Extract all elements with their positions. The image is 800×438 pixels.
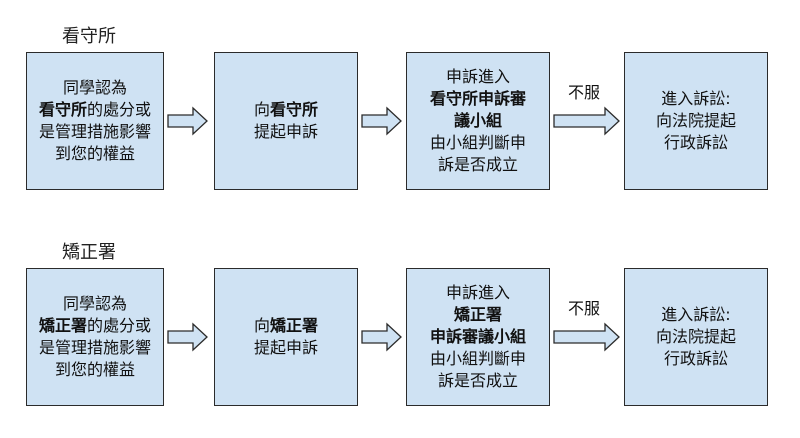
box-text-line: 行政訴訟 <box>663 133 728 152</box>
arrow-right-icon <box>361 106 402 136</box>
arrow-right-icon <box>167 106 208 136</box>
flow-box-file-complaint: 向矯正署 提起申訴 <box>214 268 358 406</box>
box-text-line: 進入訴訟: <box>661 89 731 108</box>
box-text-emphasis: 矯正署 <box>38 316 87 335</box>
box-text-line: 是管理措施影響 <box>38 122 151 141</box>
box-text-line: 向法院提起 <box>655 327 736 346</box>
box-text-line: 進入訴訟: <box>661 305 731 324</box>
arrow-label-disagree: 不服 <box>568 83 601 102</box>
box-text-emphasis: 矯正署 <box>453 305 502 324</box>
box-text-line: 提起申訴 <box>253 338 318 357</box>
flow-box-review-committee: 申訴進入 矯正署 申訴審議小組 由小組判斷申 訴是否成立 <box>406 268 550 406</box>
box-text-line: 由小組判斷申 <box>429 349 526 368</box>
box-text-fragment: 的處分或 <box>87 316 152 335</box>
box-text-line: 同學認為 <box>62 294 127 313</box>
box-text-line: 行政訴訟 <box>663 349 728 368</box>
box-text-line: 提起申訴 <box>253 122 318 141</box>
flow-box-litigation: 進入訴訟: 向法院提起 行政訴訟 <box>624 52 768 190</box>
box-text-line: 向看守所 <box>254 99 318 121</box>
flow-box-litigation: 進入訴訟: 向法院提起 行政訴訟 <box>624 268 768 406</box>
arrow-right-icon <box>167 322 208 352</box>
arrow-right-icon <box>553 106 620 136</box>
box-text-emphasis: 申訴審議小組 <box>429 327 526 346</box>
box-text-line: 申訴進入 <box>445 67 510 86</box>
box-text-line: 看守所的處分或 <box>39 99 151 121</box>
box-text-fragment: 向 <box>253 100 270 119</box>
box-text-line: 同學認為 <box>62 78 127 97</box>
arrow-label-disagree: 不服 <box>568 299 601 318</box>
flow-box-file-complaint: 向看守所 提起申訴 <box>214 52 358 190</box>
box-text-line: 向矯正署 <box>254 315 318 337</box>
flow-box-review-committee: 申訴進入 看守所申訴審 議小組 由小組判斷申 訴是否成立 <box>406 52 550 190</box>
box-text-line: 到您的權益 <box>54 360 135 379</box>
arrow-right-icon <box>361 322 402 352</box>
box-text-line: 訴是否成立 <box>437 155 518 174</box>
box-text-line: 由小組判斷申 <box>429 133 526 152</box>
box-text-emphasis: 看守所 <box>38 100 87 119</box>
box-text-fragment: 的處分或 <box>87 100 152 119</box>
row-title-agency-of-corrections: 矯正署 <box>62 242 116 263</box>
box-text-line: 向法院提起 <box>655 111 736 130</box>
arrow-right-icon <box>553 322 620 352</box>
box-text-line: 訴是否成立 <box>437 371 518 390</box>
box-text-line: 矯正署的處分或 <box>39 315 151 337</box>
box-text-fragment: 向 <box>253 316 270 335</box>
box-text-emphasis: 看守所申訴審 <box>429 89 526 108</box>
box-text-emphasis: 議小組 <box>453 111 502 130</box>
box-text-line: 申訴進入 <box>445 283 510 302</box>
flow-box-affected-rights: 同學認為 看守所的處分或 是管理措施影響 到您的權益 <box>26 52 164 190</box>
box-text-emphasis: 看守所 <box>270 100 319 119</box>
box-text-emphasis: 矯正署 <box>270 316 319 335</box>
row-title-detention-center: 看守所 <box>62 26 116 47</box>
box-text-line: 到您的權益 <box>54 144 135 163</box>
flow-box-affected-rights: 同學認為 矯正署的處分或 是管理措施影響 到您的權益 <box>26 268 164 406</box>
box-text-line: 是管理措施影響 <box>38 338 151 357</box>
